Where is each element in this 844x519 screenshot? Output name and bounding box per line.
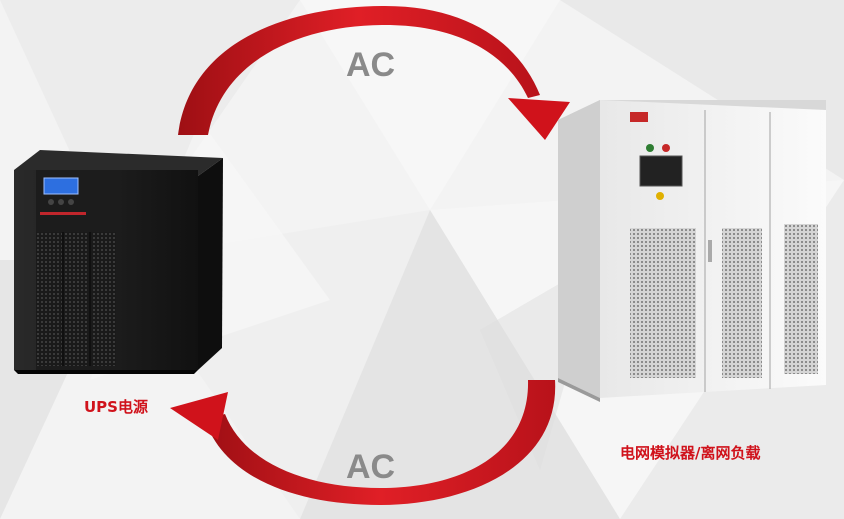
ups-logo-strip <box>40 212 86 215</box>
top-arrow-label: AC <box>346 46 396 84</box>
brand-logo <box>630 112 648 122</box>
touch-screen <box>639 155 683 187</box>
ups-display <box>43 177 79 195</box>
grid-simulator-label: 电网模拟器/离网负载 <box>620 444 761 462</box>
bottom-arrow <box>170 380 556 505</box>
ups-device <box>14 150 223 374</box>
bottom-arrow-label: AC <box>346 448 396 486</box>
grid-simulator-device <box>558 100 826 402</box>
top-arrow <box>178 6 570 140</box>
ups-label: UPS电源 <box>84 398 148 416</box>
